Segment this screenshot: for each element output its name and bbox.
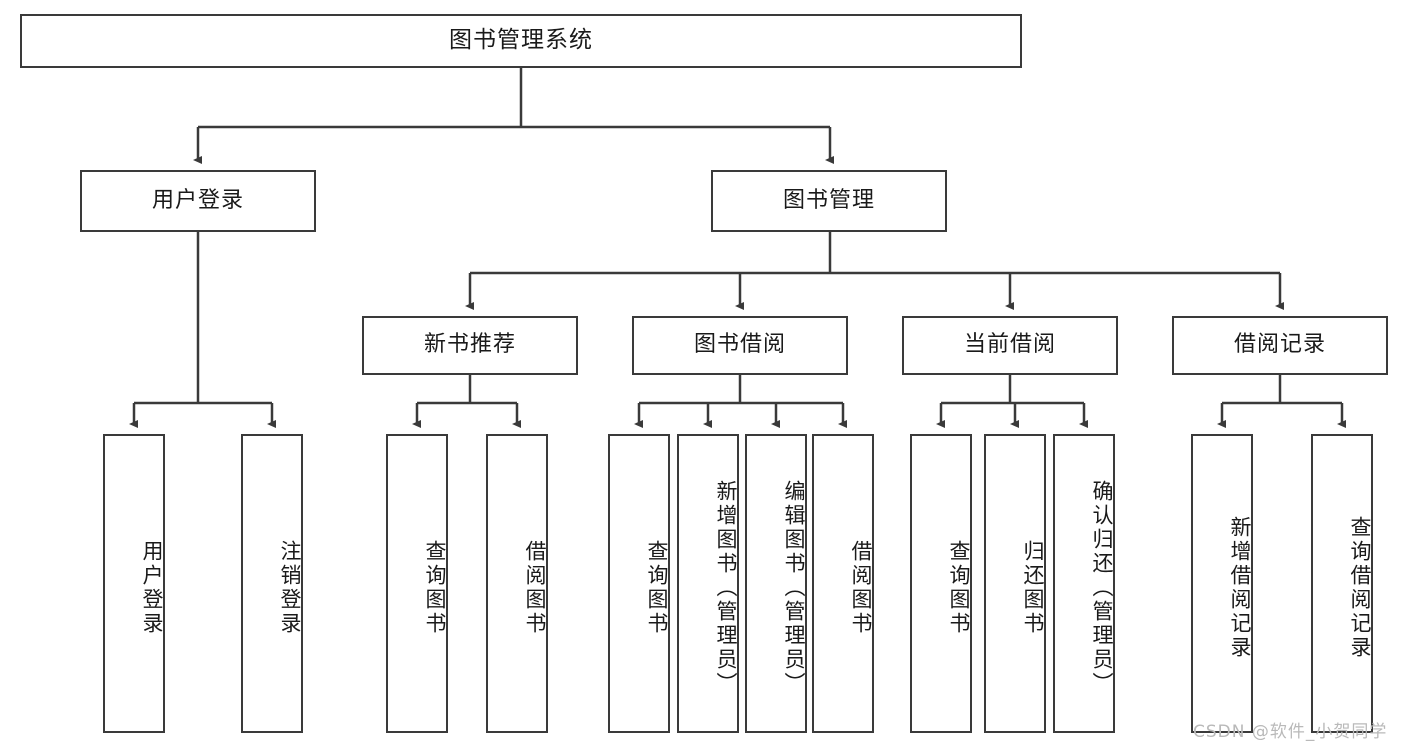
leaf-label: 确认归还（管理员）: [1090, 479, 1114, 696]
leaf-borrow-book-recommend[interactable]: 借阅图书: [486, 434, 548, 733]
leaf-edit-book-admin[interactable]: 编辑图书（管理员）: [745, 434, 807, 733]
leaf-query-book-current[interactable]: 查询图书: [910, 434, 972, 733]
node-borrow-records[interactable]: 借阅记录: [1172, 316, 1388, 375]
node-book-borrow[interactable]: 图书借阅: [632, 316, 848, 375]
leaf-add-book-admin[interactable]: 新增图书（管理员）: [677, 434, 739, 733]
node-label: 当前借阅: [963, 332, 1056, 358]
leaf-query-borrow-record[interactable]: 查询借阅记录: [1311, 434, 1373, 733]
leaf-label: 查询借阅记录: [1348, 515, 1372, 660]
node-user-login-module[interactable]: 用户登录: [80, 170, 316, 232]
leaf-label: 编辑图书（管理员）: [782, 479, 806, 696]
leaf-label: 归还图书: [1021, 539, 1045, 636]
leaf-query-book-recommend[interactable]: 查询图书: [386, 434, 448, 733]
node-book-management-module[interactable]: 图书管理: [711, 170, 947, 232]
node-label: 用户登录: [151, 187, 244, 213]
node-current-borrow[interactable]: 当前借阅: [902, 316, 1118, 375]
node-root[interactable]: 图书管理系统: [20, 14, 1022, 68]
leaf-query-book-borrow[interactable]: 查询图书: [608, 434, 670, 733]
leaf-label: 借阅图书: [849, 539, 873, 636]
node-label: 图书借阅: [693, 332, 786, 358]
leaf-label: 新增图书（管理员）: [714, 479, 738, 696]
leaf-borrow-book[interactable]: 借阅图书: [812, 434, 874, 733]
leaf-user-login[interactable]: 用户登录: [103, 434, 165, 733]
leaf-label: 借阅图书: [523, 539, 547, 636]
leaf-label: 用户登录: [140, 539, 164, 636]
csdn-watermark: CSDN @软件_小贺同学: [1193, 722, 1388, 742]
leaf-confirm-return-admin[interactable]: 确认归还（管理员）: [1053, 434, 1115, 733]
leaf-label: 查询图书: [645, 539, 669, 636]
leaf-label: 查询图书: [947, 539, 971, 636]
leaf-logout[interactable]: 注销登录: [241, 434, 303, 733]
node-new-book-recommend[interactable]: 新书推荐: [362, 316, 578, 375]
node-label: 新书推荐: [423, 332, 516, 358]
node-label: 图书管理: [782, 187, 875, 213]
leaf-label: 注销登录: [278, 539, 302, 636]
leaf-label: 新增借阅记录: [1228, 515, 1252, 660]
node-root-label: 图书管理系统: [449, 27, 593, 54]
leaf-label: 查询图书: [423, 539, 447, 636]
leaf-add-borrow-record[interactable]: 新增借阅记录: [1191, 434, 1253, 733]
node-label: 借阅记录: [1233, 332, 1326, 358]
leaf-return-book[interactable]: 归还图书: [984, 434, 1046, 733]
